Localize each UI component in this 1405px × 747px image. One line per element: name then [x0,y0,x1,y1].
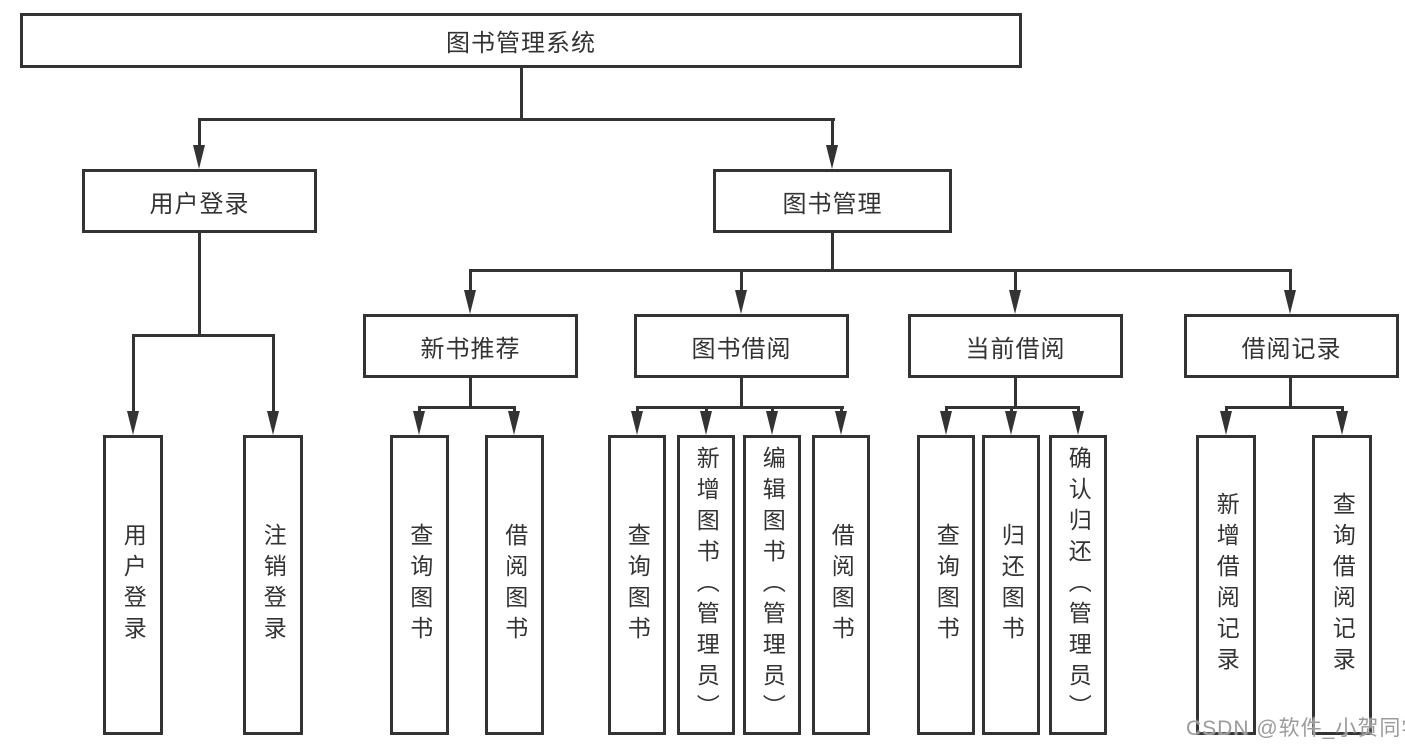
connector-hline [469,269,1292,272]
arrowhead-down-icon [464,290,476,314]
node-user-login-group-label: 用户登录 [149,190,250,218]
node-confirm-return-admin-label: 确认归还（管理员） [1065,445,1092,725]
node-book-management-label: 图书管理 [782,190,883,218]
node-return-books-label: 归还图书 [998,523,1025,647]
connector-vline [198,118,201,148]
node-add-borrow-record-label: 新增借阅记录 [1213,492,1240,678]
node-query-books-1-label: 查询图书 [406,523,433,647]
arrowhead-down-icon [826,145,838,169]
node-user-login-label: 用户登录 [120,523,147,647]
node-query-books-1: 查询图书 [390,435,449,735]
node-edit-books-admin-label: 编辑图书（管理员） [759,445,786,725]
node-current-borrowing: 当前借阅 [908,314,1123,378]
connector-hline [636,406,844,409]
arrowhead-down-icon [508,411,520,435]
node-book-borrowing: 图书借阅 [634,314,849,378]
connector-vline [513,406,516,415]
connector-vline [705,406,708,415]
connector-hline [1225,406,1344,409]
arrowhead-down-icon [700,411,712,435]
node-borrow-books-2-label: 借阅图书 [828,523,855,647]
arrowhead-down-icon [413,411,425,435]
connector-vline [469,269,472,293]
connector-vline [1010,406,1013,415]
node-query-books-3: 查询图书 [917,435,975,735]
connector-vline [1289,378,1292,409]
arrowhead-down-icon [127,411,139,435]
node-borrowing-records: 借阅记录 [1184,314,1399,378]
arrowhead-down-icon [1284,290,1296,314]
csdn-watermark: CSDN @软件_小贺同学 [1186,717,1405,740]
arrowhead-down-icon [735,290,747,314]
arrowhead-down-icon [1072,411,1084,435]
node-logout-login: 注销登录 [243,435,303,735]
connector-vline [771,406,774,415]
node-book-borrowing-label: 图书借阅 [691,335,792,363]
connector-vline [840,406,843,415]
connector-vline [1225,406,1228,415]
connector-vline [272,334,275,412]
connector-vline [1289,269,1292,293]
connector-hline [418,406,516,409]
node-logout-login-label: 注销登录 [260,523,287,647]
arrowhead-down-icon [1009,290,1021,314]
node-add-books-admin: 新增图书（管理员） [677,435,735,735]
connector-hline [198,118,835,121]
arrowhead-down-icon [940,411,952,435]
arrowhead-down-icon [1336,411,1348,435]
node-query-borrow-record: 查询借阅记录 [1312,435,1372,735]
arrowhead-down-icon [1220,411,1232,435]
node-current-borrowing-label: 当前借阅 [965,335,1066,363]
node-new-book-recommend-label: 新书推荐 [420,335,521,363]
connector-vline [1077,406,1080,415]
node-add-books-admin-label: 新增图书（管理员） [693,445,720,725]
node-user-login: 用户登录 [103,435,163,735]
node-borrow-books-1-label: 借阅图书 [501,523,528,647]
node-library-system: 图书管理系统 [20,13,1022,68]
arrowhead-down-icon [193,145,205,169]
arrowhead-down-icon [1005,411,1017,435]
node-query-books-2: 查询图书 [608,435,666,735]
connector-vline [831,118,834,148]
connector-vline [469,378,472,409]
connector-vline [1014,378,1017,409]
connector-hline [132,334,274,337]
node-new-book-recommend: 新书推荐 [363,314,578,378]
node-return-books: 归还图书 [982,435,1040,735]
node-query-borrow-record-label: 查询借阅记录 [1329,492,1356,678]
connector-vline [418,406,421,415]
arrowhead-down-icon [631,411,643,435]
connector-vline [1014,269,1017,293]
arrowhead-down-icon [835,411,847,435]
node-book-management: 图书管理 [713,169,952,233]
node-library-system-label: 图书管理系统 [446,30,596,57]
node-user-login-group: 用户登录 [82,169,317,233]
node-borrow-books-2: 借阅图书 [812,435,870,735]
node-edit-books-admin: 编辑图书（管理员） [743,435,801,735]
arrowhead-down-icon [267,411,279,435]
node-query-books-2-label: 查询图书 [624,523,651,647]
connector-vline [1341,406,1344,415]
node-confirm-return-admin: 确认归还（管理员） [1049,435,1107,735]
node-add-borrow-record: 新增借阅记录 [1196,435,1256,735]
node-borrowing-records-label: 借阅记录 [1241,335,1342,363]
connector-vline [831,232,834,272]
connector-vline [636,406,639,415]
arrowhead-down-icon [766,411,778,435]
connector-vline [520,66,523,121]
connector-vline [740,378,743,409]
connector-vline [945,406,948,415]
connector-vline [132,334,135,412]
connector-vline [740,269,743,293]
node-borrow-books-1: 借阅图书 [485,435,544,735]
node-query-books-3-label: 查询图书 [933,523,960,647]
connector-vline [198,233,201,337]
